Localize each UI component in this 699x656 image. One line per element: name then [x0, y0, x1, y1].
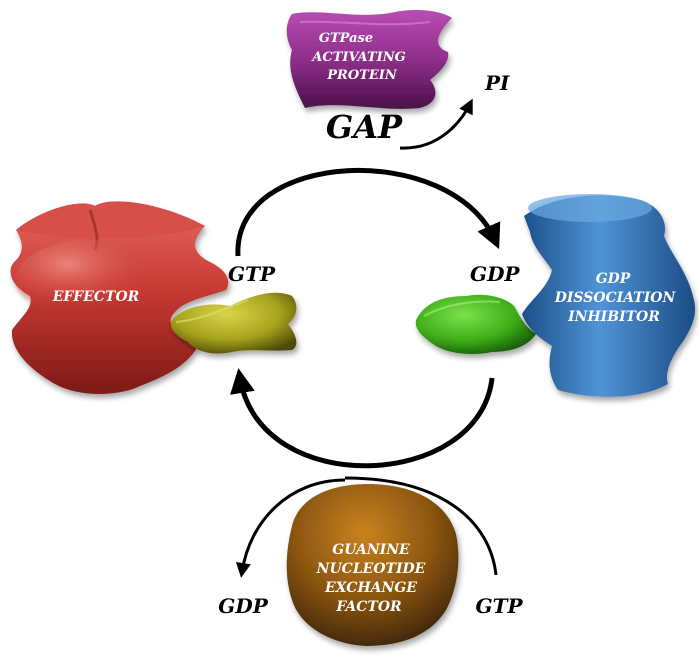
gdp-dissociation-inhibitor	[522, 194, 696, 397]
effector-protein	[10, 201, 229, 394]
gtp-uptake-line	[344, 476, 498, 576]
gdi-label-line2: DISSOCIATION	[554, 290, 677, 306]
gef-exchange-arc	[230, 368, 495, 469]
gtp-bound-g-protein	[170, 292, 297, 354]
gdp-release-arrow	[235, 478, 346, 578]
gef-label-line3: EXCHANGE	[324, 580, 417, 596]
gdp-released-label: GDP	[218, 594, 268, 618]
gef-label-line4: FACTOR	[335, 599, 401, 615]
gap-protein-label-line3: PROTEIN	[326, 68, 398, 83]
pi-label: PI	[484, 71, 510, 95]
gef-label-line2: NUCLEOTIDE	[316, 561, 426, 577]
gdi-label-line3: INHIBITOR	[567, 309, 660, 325]
gdi-label-line1: GDP	[596, 271, 631, 287]
gap-protein	[286, 10, 452, 109]
pi-release-arrow	[399, 98, 473, 150]
gef-label-line1: GUANINE	[332, 542, 410, 558]
gap-protein-label-line2: ACTIVATING	[310, 50, 405, 65]
gdp-bound-label: GDP	[470, 262, 520, 286]
gtp-input-label: GTP	[475, 594, 523, 618]
guanine-nucleotide-exchange-factor	[286, 484, 459, 646]
gtp-bound-label: GTP	[228, 262, 276, 286]
gap-label: GAP	[326, 108, 403, 146]
effector-label: EFFECTOR	[52, 289, 140, 305]
gap-hydrolysis-arc	[235, 167, 501, 257]
gap-protein-label-line1: GTPase	[319, 31, 373, 46]
gdp-bound-g-protein	[415, 294, 536, 354]
